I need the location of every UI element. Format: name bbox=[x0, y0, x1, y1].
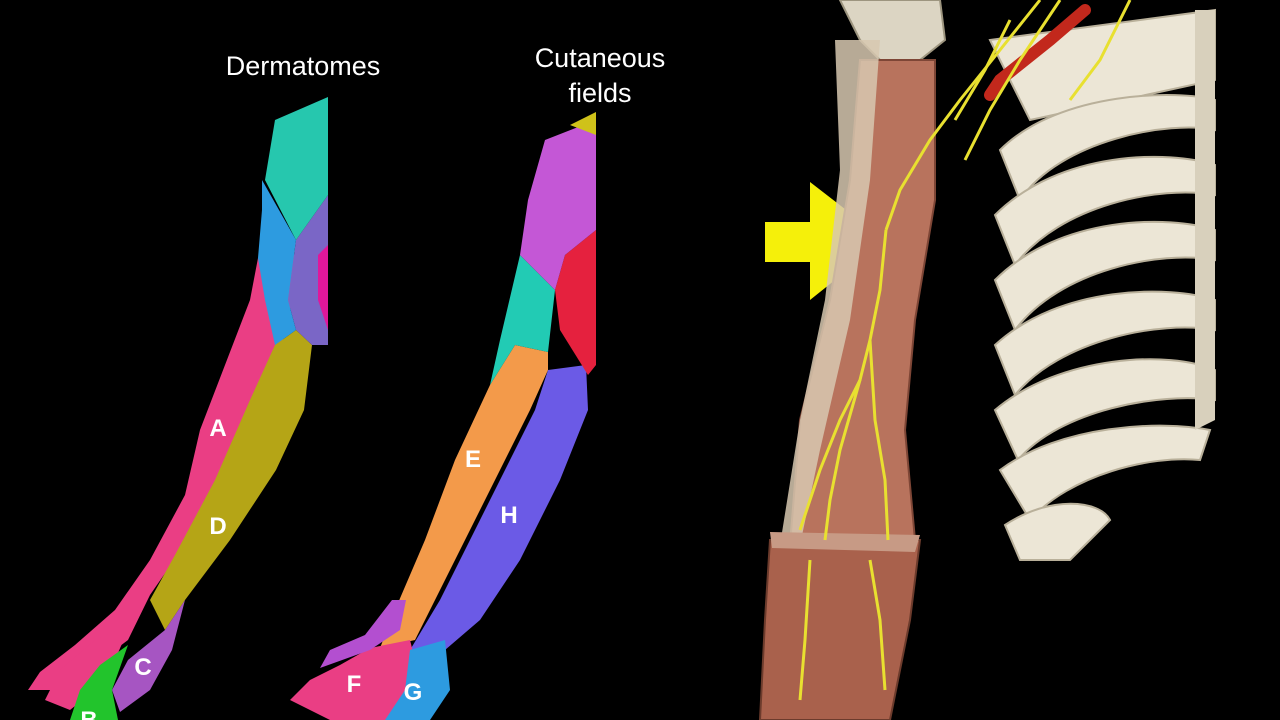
humerus-shaft bbox=[780, 40, 880, 545]
cutaneous-fields-title: Cutaneous fields bbox=[500, 41, 700, 111]
cutaneous-arm bbox=[290, 112, 596, 720]
dermatome-region-c bbox=[112, 600, 185, 712]
dermatome-region-a bbox=[28, 255, 296, 690]
label-d: D bbox=[209, 513, 226, 540]
dermatome-blue-strip bbox=[258, 180, 296, 345]
forearm-tendon bbox=[770, 532, 920, 552]
dermatome-hand bbox=[45, 625, 130, 710]
cutaneous-thumb bbox=[320, 600, 406, 668]
cutaneous-region-e bbox=[380, 345, 548, 648]
cutaneous-title-line2: fields bbox=[568, 78, 632, 108]
anatomy-illustration bbox=[758, 0, 1216, 720]
dermatome-shoulder bbox=[265, 97, 328, 240]
pointer-arrow bbox=[765, 182, 885, 300]
sternum bbox=[1195, 10, 1215, 430]
label-c: C bbox=[134, 654, 151, 681]
label-a: A bbox=[209, 415, 226, 442]
dermatome-region-b bbox=[70, 645, 128, 720]
cutaneous-top-yellow bbox=[570, 112, 596, 135]
label-b: B bbox=[80, 707, 97, 720]
cutaneous-shoulder bbox=[520, 120, 596, 290]
dermatome-region-d bbox=[150, 330, 312, 630]
cutaneous-title-line1: Cutaneous bbox=[534, 43, 666, 73]
label-g: G bbox=[404, 679, 423, 706]
nerves bbox=[798, 0, 1132, 701]
axillary-artery bbox=[984, 4, 1091, 101]
cutaneous-red bbox=[555, 230, 596, 375]
forearm-muscle bbox=[758, 539, 922, 720]
cutaneous-region-f bbox=[290, 640, 420, 720]
cutaneous-region-h bbox=[410, 365, 588, 650]
ribcage bbox=[988, 8, 1216, 561]
dermatome-inner-magenta bbox=[318, 245, 328, 330]
label-h: H bbox=[500, 502, 517, 529]
dermatome-upper-purple bbox=[288, 195, 328, 345]
cutaneous-region-g bbox=[385, 640, 450, 720]
dermatomes-title: Dermatomes bbox=[225, 51, 381, 81]
label-e: E bbox=[465, 446, 481, 473]
label-f: F bbox=[347, 671, 362, 698]
dermatomes-arm bbox=[28, 97, 328, 720]
cutaneous-teal bbox=[490, 255, 555, 385]
